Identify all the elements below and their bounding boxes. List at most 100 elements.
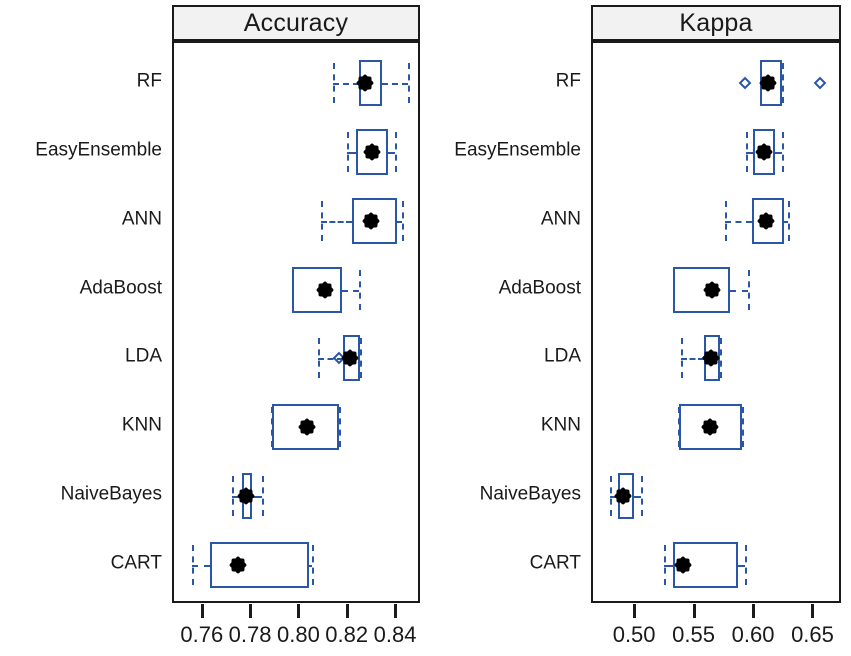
whisker-cap-upper bbox=[781, 132, 784, 172]
whisker-lower bbox=[724, 221, 752, 223]
panel-kappa: Kappa bbox=[591, 5, 841, 603]
y-axis-label-knn: KNN bbox=[540, 414, 581, 436]
x-tick-mark bbox=[249, 604, 253, 618]
whisker-lower bbox=[317, 358, 344, 360]
whisker-cap-upper bbox=[744, 545, 747, 585]
whisker-cap-upper bbox=[358, 270, 361, 310]
y-axis-label-rf: RF bbox=[136, 70, 162, 92]
whisker-lower bbox=[346, 152, 357, 154]
boxplot-layer-kappa bbox=[593, 43, 839, 601]
y-axis-label-ann: ANN bbox=[121, 208, 162, 230]
whisker-lower bbox=[231, 496, 242, 498]
strip-label-kappa: Kappa bbox=[679, 8, 753, 37]
box-iqr bbox=[209, 542, 309, 588]
y-axis-label-lda: LDA bbox=[544, 345, 581, 367]
strip-kappa: Kappa bbox=[591, 5, 841, 41]
whisker-lower bbox=[333, 83, 359, 85]
whisker-upper bbox=[252, 496, 262, 498]
whisker-cap-upper bbox=[742, 407, 745, 447]
whisker-upper bbox=[382, 83, 409, 85]
whisker-cap-upper bbox=[787, 201, 790, 241]
y-axis-label-cart: CART bbox=[529, 552, 581, 574]
whisker-cap-lower bbox=[231, 476, 234, 516]
x-tick-mark bbox=[297, 604, 301, 618]
whisker-cap-lower bbox=[610, 476, 613, 516]
y-axis-label-ann: ANN bbox=[540, 208, 581, 230]
box-iqr bbox=[673, 267, 730, 313]
whisker-upper bbox=[308, 565, 313, 567]
y-axis-label-naivebayes: NaiveBayes bbox=[60, 483, 162, 505]
whisker-cap-lower bbox=[745, 132, 748, 172]
box-iqr bbox=[356, 129, 389, 175]
strip-accuracy: Accuracy bbox=[172, 5, 420, 41]
x-tick-label: 0.65 bbox=[791, 622, 834, 647]
y-axis-label-adaboost: AdaBoost bbox=[498, 277, 581, 299]
x-tick-label: 0.80 bbox=[276, 622, 320, 647]
whisker-cap-upper bbox=[408, 63, 411, 103]
whisker-lower bbox=[321, 221, 353, 223]
whisker-cap-lower bbox=[724, 201, 727, 241]
x-tick-label: 0.78 bbox=[228, 622, 272, 647]
whisker-upper bbox=[738, 565, 745, 567]
x-tick-label: 0.55 bbox=[672, 622, 715, 647]
whisker-lower bbox=[745, 152, 754, 154]
whisker-cap-lower bbox=[680, 338, 683, 378]
whisker-cap-upper bbox=[261, 476, 264, 516]
plot-area-accuracy bbox=[172, 41, 420, 603]
x-tick-mark bbox=[752, 604, 756, 618]
whisker-cap-lower bbox=[346, 132, 349, 172]
box-iqr bbox=[678, 404, 743, 450]
x-tick-label: 0.50 bbox=[612, 622, 656, 647]
x-tick-label: 0.76 bbox=[180, 622, 224, 647]
y-axis-label-lda: LDA bbox=[125, 345, 162, 367]
whisker-cap-upper bbox=[748, 270, 751, 310]
outlier-point bbox=[738, 76, 752, 90]
whisker-cap-upper bbox=[360, 338, 363, 378]
y-axis-label-naivebayes: NaiveBayes bbox=[479, 483, 581, 505]
y-axis-label-knn: KNN bbox=[121, 414, 162, 436]
box-iqr bbox=[352, 198, 397, 244]
box-iqr bbox=[292, 267, 342, 313]
box-iqr bbox=[753, 129, 776, 175]
whisker-cap-lower bbox=[191, 545, 194, 585]
strip-label-accuracy: Accuracy bbox=[243, 8, 349, 37]
whisker-upper bbox=[633, 496, 642, 498]
x-tick-mark bbox=[633, 604, 637, 618]
whisker-upper bbox=[341, 290, 359, 292]
whisker-lower bbox=[663, 565, 674, 567]
whisker-upper bbox=[784, 221, 788, 223]
box-iqr bbox=[271, 404, 340, 450]
x-tick-mark bbox=[811, 604, 815, 618]
whisker-lower bbox=[191, 565, 210, 567]
whisker-cap-upper bbox=[781, 63, 784, 103]
whisker-cap-lower bbox=[333, 63, 336, 103]
x-tick-label: 0.84 bbox=[373, 622, 417, 647]
box-iqr bbox=[751, 198, 785, 244]
mean-point bbox=[236, 486, 255, 506]
x-tick-mark bbox=[692, 604, 696, 618]
whisker-upper bbox=[729, 290, 749, 292]
x-tick-mark bbox=[345, 604, 349, 618]
x-tick-label: 0.60 bbox=[731, 622, 775, 647]
x-tick-label: 0.82 bbox=[325, 622, 369, 647]
whisker-cap-lower bbox=[321, 201, 324, 241]
whisker-cap-upper bbox=[312, 545, 315, 585]
y-axis-label-easyensemble: EasyEnsemble bbox=[454, 139, 581, 161]
whisker-cap-upper bbox=[395, 132, 398, 172]
y-axis-label-easyensemble: EasyEnsemble bbox=[35, 139, 162, 161]
whisker-cap-upper bbox=[402, 201, 405, 241]
whisker-cap-upper bbox=[641, 476, 644, 516]
whisker-cap-lower bbox=[317, 338, 320, 378]
whisker-upper bbox=[775, 152, 782, 154]
whisker-lower bbox=[680, 358, 705, 360]
whisker-cap-lower bbox=[663, 545, 666, 585]
outlier-point bbox=[813, 76, 827, 90]
whisker-cap-upper bbox=[339, 407, 342, 447]
whisker-upper bbox=[388, 152, 396, 154]
y-axis-label-cart: CART bbox=[110, 552, 162, 574]
y-axis-label-rf: RF bbox=[555, 70, 581, 92]
plot-area-kappa bbox=[591, 41, 841, 603]
x-tick-mark bbox=[200, 604, 204, 618]
y-axis-label-adaboost: AdaBoost bbox=[79, 277, 162, 299]
